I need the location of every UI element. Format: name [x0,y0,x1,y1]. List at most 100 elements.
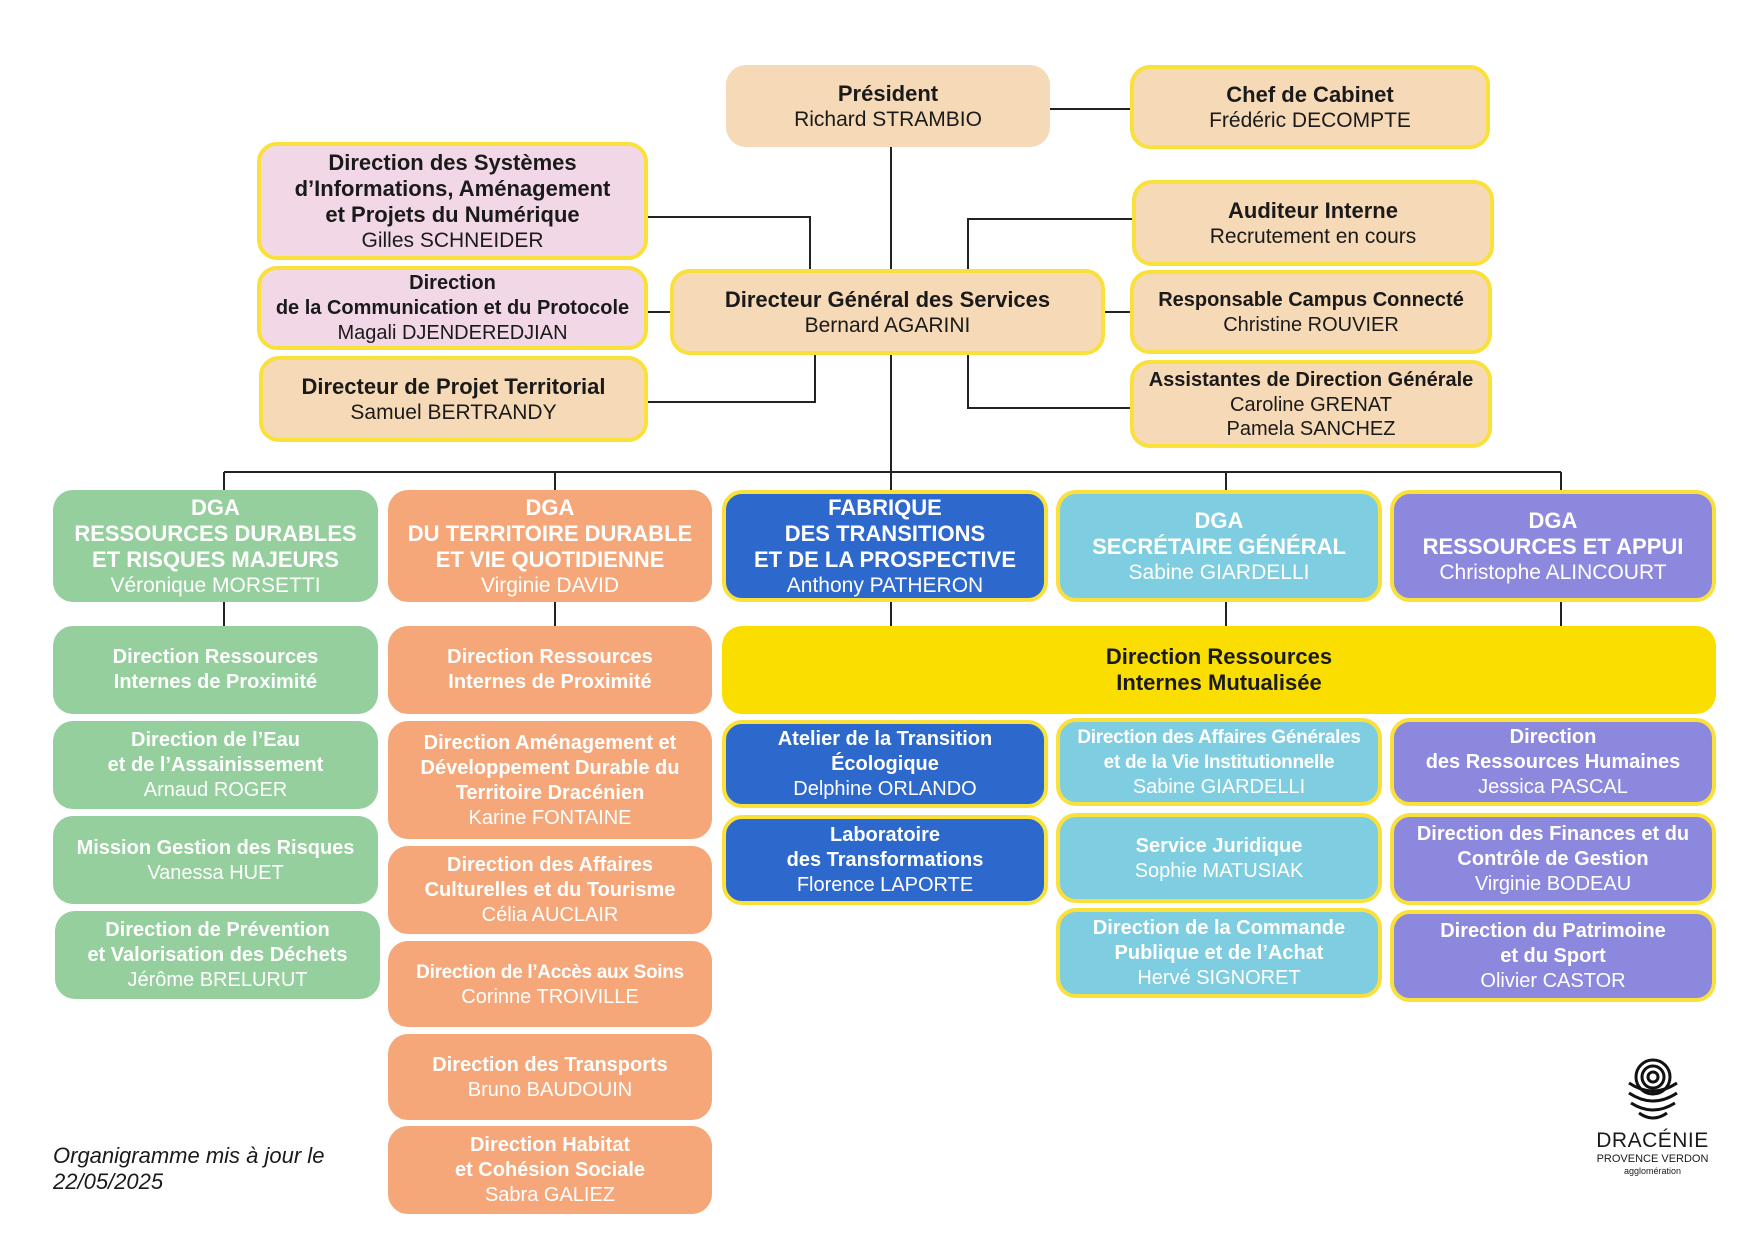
juridique-title: Service Juridique [1135,834,1303,857]
transports-name: Bruno BAUDOUIN [467,1078,633,1101]
soins-title: Direction de l’Accès aux Soins [416,961,684,983]
dga-tdvq-name: Virginie DAVID [480,573,620,597]
eau-title: Direction de l’Eau et de l’Assainissemen… [107,729,324,776]
campus-box: Responsable Campus Connecté Christine RO… [1130,270,1492,354]
rh-title: Direction des Ressources Humaines [1425,726,1681,773]
logo-name: DRACÉNIE [1596,1129,1709,1152]
dga-tdvq-title: DGA DU TERRITOIRE DURABLE ET VIE QUOTIDI… [407,494,693,572]
dga-ra-box: DGA RESSOURCES ET APPUI Christophe ALINC… [1390,490,1716,602]
dga-rdrm-box: DGA RESSOURCES DURABLES ET RISQUES MAJEU… [53,490,378,602]
orange-rip-title: Direction Ressources Internes de Proximi… [447,646,653,693]
projet-territorial-box: Directeur de Projet Territorial Samuel B… [259,356,648,442]
commande-box: Direction de la Commande Publique et de … [1056,908,1382,998]
affaires-generales-box: Direction des Affaires Générales et de l… [1056,718,1382,806]
risques-title: Mission Gestion des Risques [76,836,355,859]
labo-title: Laboratoire des Transformations [786,824,984,871]
culture-box: Direction des Affaires Culturelles et du… [388,846,712,934]
soins-name: Corinne TROIVILLE [461,985,639,1008]
update-note: Organigramme mis à jour le 22/05/2025 [53,1143,325,1194]
finances-title: Direction des Finances et du Contrôle de… [1416,823,1690,870]
projet-territorial-title: Directeur de Projet Territorial [301,373,606,399]
transports-box: Direction des Transports Bruno BAUDOUIN [388,1034,712,1120]
risques-box: Mission Gestion des Risques Vanessa HUET [53,816,378,904]
logo-tagline: agglomération [1623,1166,1682,1176]
finances-name: Virginie BODEAU [1474,873,1632,895]
dga-rdrm-title: DGA RESSOURCES DURABLES ET RISQUES MAJEU… [74,494,357,572]
auditeur-title: Auditeur Interne [1228,197,1398,223]
campus-name: Christine ROUVIER [1223,313,1399,336]
atelier-name: Delphine ORLANDO [793,778,977,800]
finances-box: Direction des Finances et du Contrôle de… [1390,813,1716,905]
dga-sg-title: DGA SECRÉTAIRE GÉNÉRAL [1092,507,1346,559]
culture-name: Célia AUCLAIR [481,904,619,926]
logo-subtitle: PROVENCE VERDON [1596,1153,1709,1165]
habitat-name: Sabra GALIEZ [484,1184,616,1206]
green-rip-title: Direction Ressources Internes de Proximi… [112,646,319,693]
logo-mark-icon [1627,1058,1678,1120]
habitat-title: Direction Habitat et Cohésion Sociale [454,1134,646,1181]
auditeur-box: Auditeur Interne Recrutement en cours [1132,180,1494,266]
rh-box: Direction des Ressources Humaines Jessic… [1390,718,1716,806]
patrimoine-title: Direction du Patrimoine et du Sport [1440,920,1666,967]
assistantes-names: Caroline GRENAT Pamela SANCHEZ [1226,393,1396,440]
orange-rip-box: Direction Ressources Internes de Proximi… [388,626,712,714]
soins-box: Direction de l’Accès aux Soins Corinne T… [388,941,712,1027]
green-rip-box: Direction Ressources Internes de Proximi… [53,626,378,714]
auditeur-name: Recrutement en cours [1209,224,1417,248]
dga-rdrm-name: Véronique MORSETTI [110,573,321,597]
transports-title: Direction des Transports [432,1053,668,1076]
president-title: Président [837,80,939,106]
juridique-box: Service Juridique Sophie MATUSIAK [1056,813,1382,903]
projet-territorial-name: Samuel BERTRANDY [350,400,557,424]
mutualisee-box: Direction Ressources Internes Mutualisée [722,626,1716,714]
assistantes-title: Assistantes de Direction Générale [1148,368,1474,391]
amenagement-name: Karine FONTAINE [468,806,632,829]
rh-name: Jessica PASCAL [1478,776,1628,798]
communication-title: Direction de la Communication et du Prot… [275,272,630,319]
juridique-name: Sophie MATUSIAK [1134,859,1304,882]
dga-sg-name: Sabine GIARDELLI [1128,560,1310,584]
chef-cabinet-name: Frédéric DECOMPTE [1209,108,1411,132]
labo-name: Florence LAPORTE [796,874,974,896]
dechets-title: Direction de Prévention et Valorisation … [87,919,348,966]
dga-tdvq-box: DGA DU TERRITOIRE DURABLE ET VIE QUOTIDI… [388,490,712,602]
campus-title: Responsable Campus Connecté [1158,288,1464,311]
communication-box: Direction de la Communication et du Prot… [257,266,648,350]
president-name: Richard STRAMBIO [794,107,982,131]
dgs-box: Directeur Général des Services Bernard A… [670,269,1105,355]
habitat-box: Direction Habitat et Cohésion Sociale Sa… [388,1126,712,1214]
culture-title: Direction des Affaires Culturelles et du… [424,854,676,901]
mutualisee-title: Direction Ressources Internes Mutualisée [1105,644,1333,695]
dgs-title: Directeur Général des Services [724,286,1051,312]
eau-name: Arnaud ROGER [143,779,288,801]
dga-ra-name: Christophe ALINCOURT [1439,560,1667,584]
dsi-title: Direction des Systèmes d’Informations, A… [294,149,611,227]
fabrique-box: FABRIQUE DES TRANSITIONS ET DE LA PROSPE… [722,490,1048,602]
fabrique-title: FABRIQUE DES TRANSITIONS ET DE LA PROSPE… [753,494,1016,572]
communication-name: Magali DJENDEREDJIAN [337,322,568,344]
atelier-title: Atelier de la Transition Écologique [777,728,993,775]
affaires-generales-name: Sabine GIARDELLI [1132,776,1306,798]
patrimoine-name: Olivier CASTOR [1480,970,1626,992]
dechets-box: Direction de Prévention et Valorisation … [55,911,380,999]
dga-sg-box: DGA SECRÉTAIRE GÉNÉRAL Sabine GIARDELLI [1056,490,1382,602]
chef-cabinet-box: Chef de Cabinet Frédéric DECOMPTE [1130,65,1490,149]
patrimoine-box: Direction du Patrimoine et du Sport Oliv… [1390,910,1716,1002]
dgs-name: Bernard AGARINI [804,313,971,337]
eau-box: Direction de l’Eau et de l’Assainissemen… [53,721,378,809]
commande-name: Hervé SIGNORET [1137,967,1301,989]
commande-title: Direction de la Commande Publique et de … [1092,917,1346,964]
dsi-name: Gilles SCHNEIDER [361,228,544,252]
fabrique-name: Anthony PATHERON [786,573,984,597]
assistantes-box: Assistantes de Direction Générale Caroli… [1130,360,1492,448]
dga-ra-title: DGA RESSOURCES ET APPUI [1422,507,1684,559]
dsi-box: Direction des Systèmes d’Informations, A… [257,142,648,260]
affaires-generales-title: Direction des Affaires Générales et de l… [1077,727,1361,773]
labo-box: Laboratoire des Transformations Florence… [722,815,1048,905]
dracenie-logo: DRACÉNIE PROVENCE VERDON agglomération [1580,1055,1725,1177]
atelier-box: Atelier de la Transition Écologique Delp… [722,720,1048,808]
chef-cabinet-title: Chef de Cabinet [1226,81,1394,107]
president-box: Président Richard STRAMBIO [726,65,1050,147]
amenagement-title: Direction Aménagement et Développement D… [420,731,680,804]
